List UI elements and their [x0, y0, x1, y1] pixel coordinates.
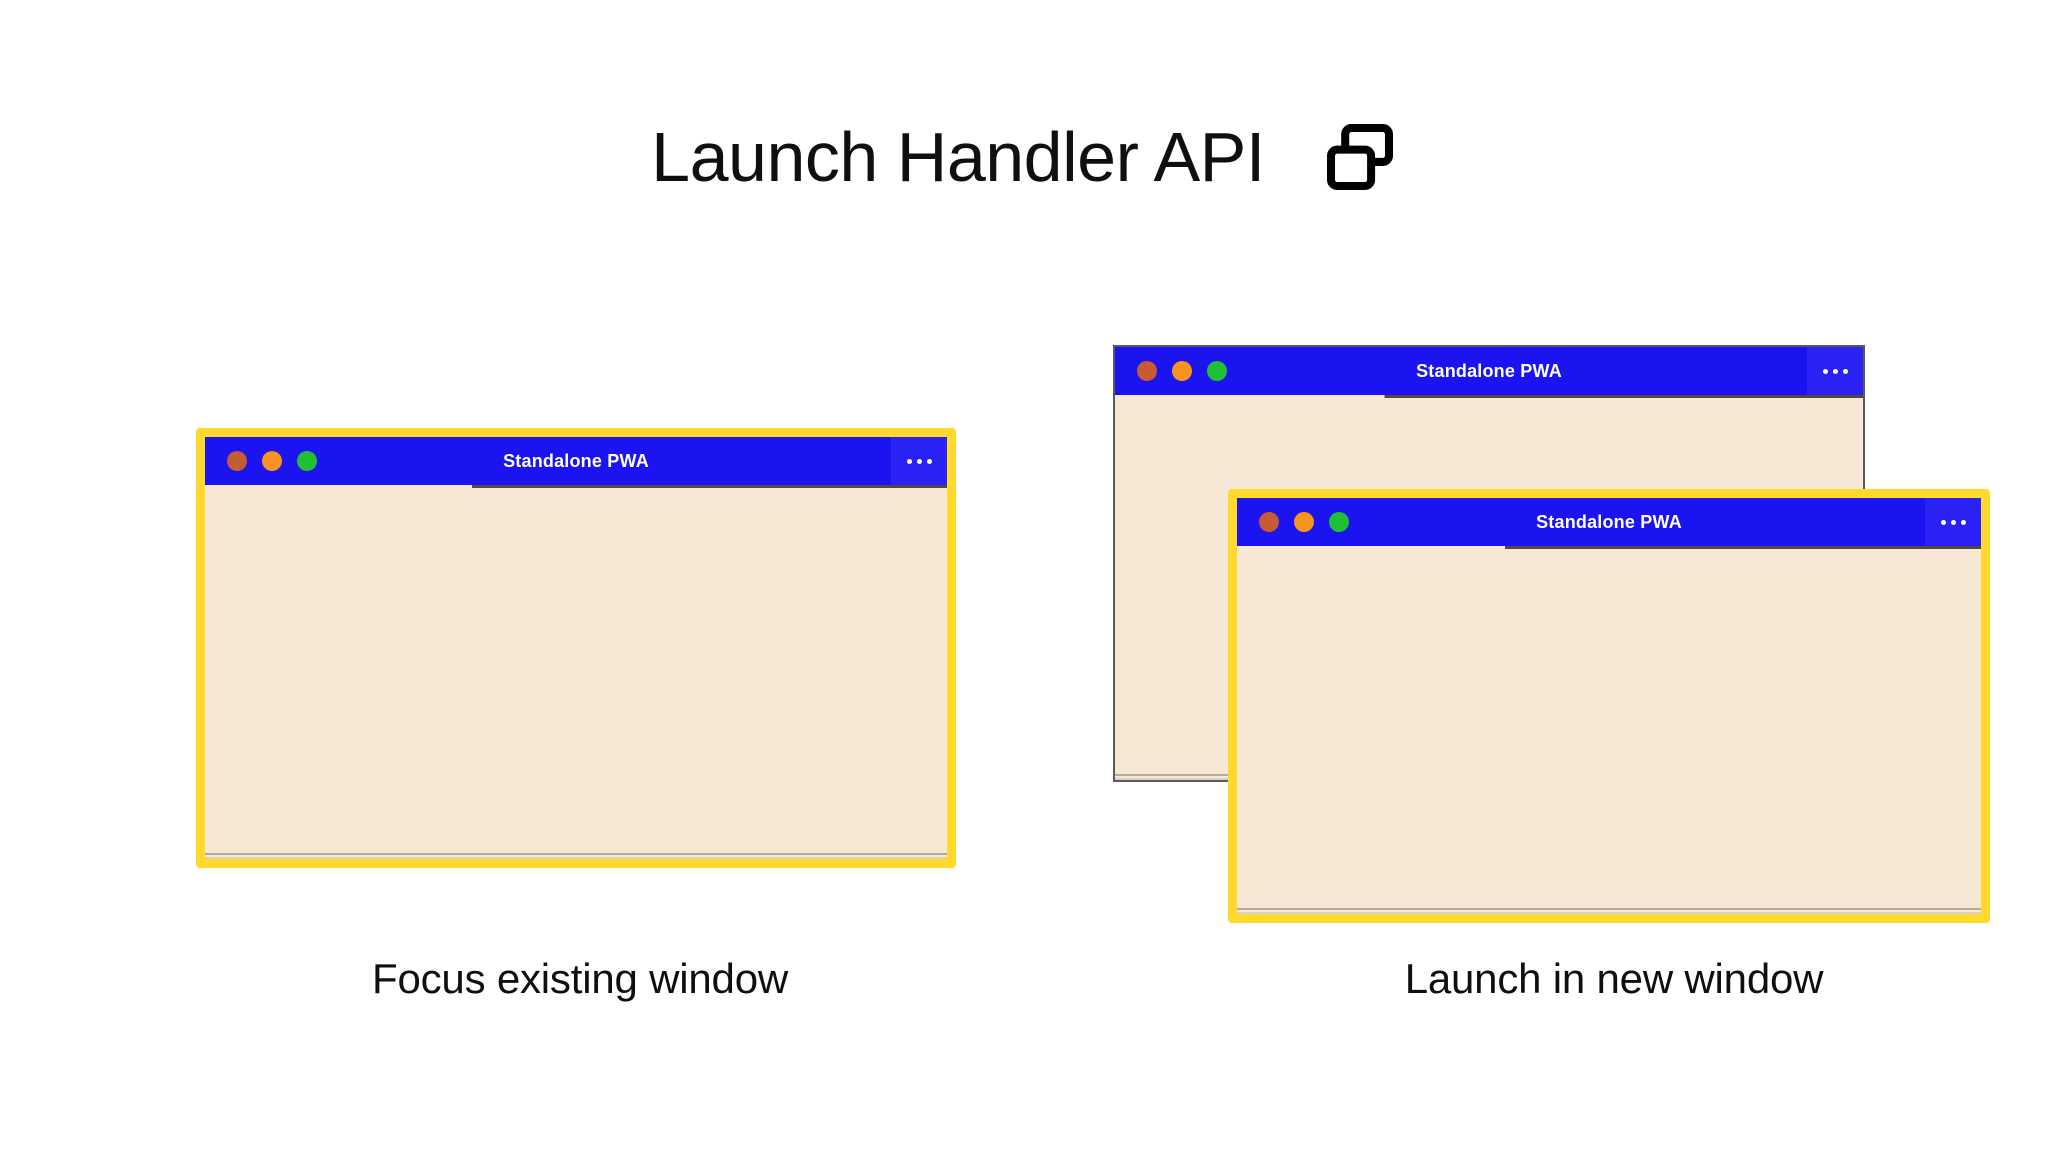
maximize-dot-icon[interactable] — [1207, 361, 1227, 381]
window-titlebar[interactable]: Standalone PWA — [1115, 347, 1863, 395]
menu-dot — [1950, 519, 1956, 525]
window-focus-existing[interactable]: Standalone PWA — [196, 428, 956, 868]
overflow-menu-icon[interactable] — [1925, 498, 1981, 546]
menu-dot — [1832, 368, 1838, 374]
titlebar-shadow — [1237, 546, 1981, 549]
window-titlebar[interactable]: Standalone PWA — [205, 437, 947, 485]
minimize-dot-icon[interactable] — [1294, 512, 1314, 532]
window-title: Standalone PWA — [1416, 360, 1562, 381]
maximize-dot-icon[interactable] — [1329, 512, 1349, 532]
menu-dot — [1822, 368, 1828, 374]
menu-dot — [1960, 519, 1966, 525]
menu-dot — [1842, 368, 1848, 374]
overflow-menu-icon[interactable] — [1807, 347, 1863, 395]
minimize-dot-icon[interactable] — [1172, 361, 1192, 381]
caption-launch-in-new-window: Launch in new window — [1404, 955, 1824, 1002]
traffic-lights — [1259, 512, 1349, 532]
window-inner: Standalone PWA — [1237, 498, 1981, 914]
titlebar-shadow — [205, 485, 947, 488]
close-dot-icon[interactable] — [227, 451, 247, 471]
caption-focus-existing-window: Focus existing window — [372, 955, 788, 1002]
menu-dot — [916, 458, 922, 464]
traffic-lights — [1137, 361, 1227, 381]
window-content-area — [205, 488, 947, 853]
slide-header: Launch Handler API — [0, 120, 2048, 194]
menu-dot — [1940, 519, 1946, 525]
close-dot-icon[interactable] — [1137, 361, 1157, 381]
titlebar-shadow — [1115, 395, 1863, 398]
traffic-lights — [227, 451, 317, 471]
menu-dot — [926, 458, 932, 464]
window-content-area — [1237, 549, 1981, 908]
window-new[interactable]: Standalone PWA — [1228, 489, 1990, 923]
minimize-dot-icon[interactable] — [262, 451, 282, 471]
close-dot-icon[interactable] — [1259, 512, 1279, 532]
overflow-menu-icon[interactable] — [891, 437, 947, 485]
menu-dot — [906, 458, 912, 464]
maximize-dot-icon[interactable] — [297, 451, 317, 471]
window-bottom-edge — [205, 853, 947, 859]
window-titlebar[interactable]: Standalone PWA — [1237, 498, 1981, 546]
window-bottom-edge — [1237, 908, 1981, 914]
multiple-windows-icon — [1323, 120, 1397, 194]
window-inner: Standalone PWA — [205, 437, 947, 859]
page-title: Launch Handler API — [651, 118, 1265, 196]
